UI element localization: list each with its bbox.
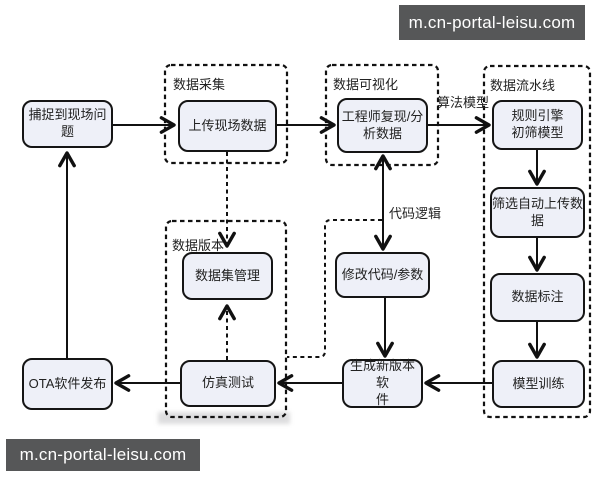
- watermark-top-right: m.cn-portal-leisu.com: [399, 5, 585, 40]
- group-label-pipeline: 数据流水线: [490, 78, 556, 93]
- node-engineer-analyze: 工程师复现/分 析数据: [337, 98, 428, 153]
- node-modify-code-params: 修改代码/参数: [335, 252, 430, 298]
- node-upload-field-data: 上传现场数据: [178, 100, 277, 152]
- edge-label-algorithm-model: 算法模型: [437, 95, 490, 110]
- node-capture-problem: 捕捉到现场问题: [22, 100, 113, 148]
- node-rule-engine-model: 规则引擎 初筛模型: [492, 100, 583, 150]
- node-simulation-test: 仿真测试: [180, 360, 276, 407]
- node-model-training: 模型训练: [492, 360, 585, 408]
- group-collection-outline: [163, 63, 289, 165]
- node-filter-upload-data: 筛选自动上传数 据: [490, 187, 585, 238]
- group-label-visualization: 数据可视化: [333, 77, 399, 92]
- group-label-version: 数据版本: [172, 238, 225, 253]
- node-generate-new-version: 生成新版本软 件: [342, 358, 423, 408]
- node-ota-release: OTA软件发布: [22, 358, 113, 410]
- node-dataset-management: 数据集管理: [182, 252, 273, 300]
- watermark-bottom-left: m.cn-portal-leisu.com: [6, 439, 200, 471]
- group-pipeline-outline: [482, 64, 592, 419]
- group-label-collection: 数据采集: [173, 77, 226, 92]
- edge-label-code-logic: 代码逻辑: [389, 206, 442, 221]
- group-version-outline: [164, 219, 288, 419]
- faint-watermark-artifact: [158, 412, 290, 424]
- node-data-annotation: 数据标注: [490, 273, 585, 322]
- edge-codelogic-simulation-dashed: [287, 219, 382, 358]
